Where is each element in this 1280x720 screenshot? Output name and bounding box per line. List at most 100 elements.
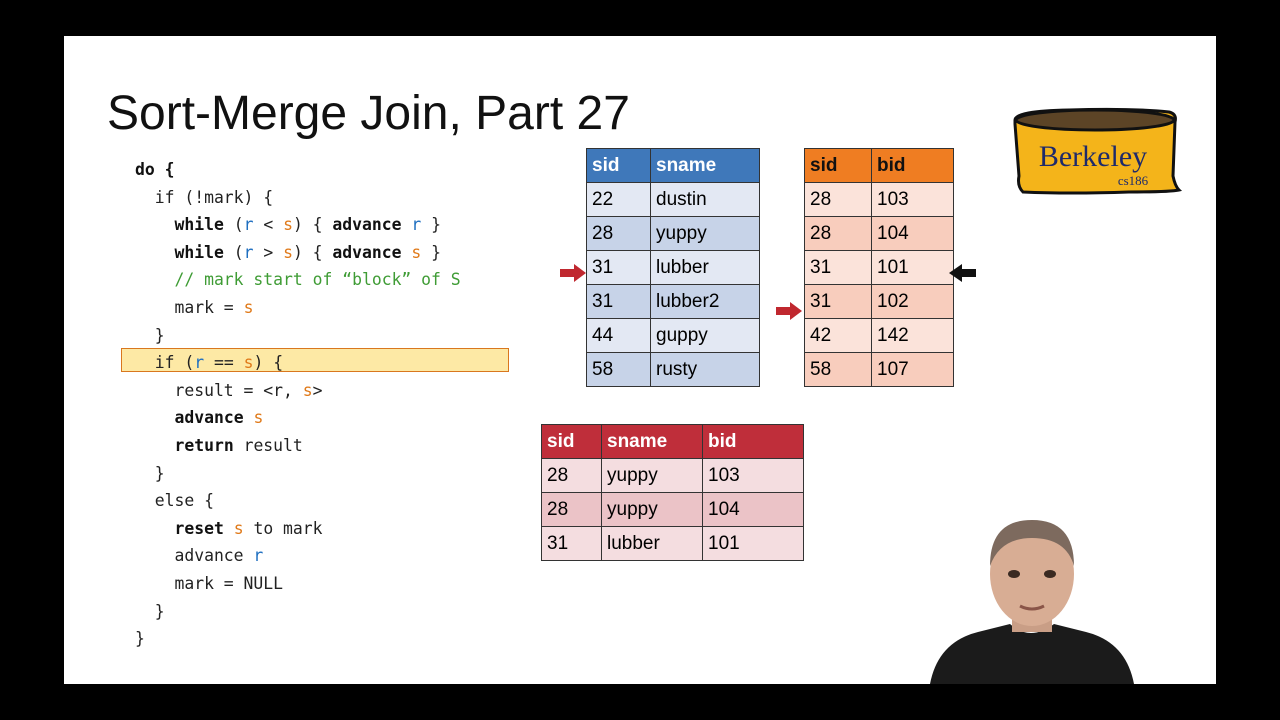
code-token: ) { (292, 215, 333, 235)
code-token: , (283, 380, 303, 400)
code-line: while (r < s) { advance r } (135, 211, 461, 239)
table-cell: 28 (586, 216, 651, 251)
table-cell: 102 (871, 284, 954, 319)
table-cell: 28 (804, 182, 872, 217)
table-cell: 44 (586, 318, 651, 353)
code-token (224, 519, 234, 538)
code-token: else { (135, 491, 214, 511)
table-cell: 107 (871, 352, 954, 387)
table-cell: guppy (650, 318, 760, 353)
column-header: sname (601, 424, 703, 459)
code-token: return (174, 435, 234, 455)
code-line: } (135, 460, 461, 488)
table-header-row: sid sname (586, 148, 760, 183)
column-header: sid (586, 148, 651, 183)
code-line: } (135, 322, 461, 350)
code-token (135, 243, 174, 262)
code-token: advance (332, 242, 402, 262)
code-token: s (411, 242, 422, 262)
code-token: r (273, 380, 284, 400)
code-token: advance (174, 408, 244, 428)
code-token: } (421, 242, 441, 262)
column-header: sid (541, 424, 602, 459)
table-cell: yuppy (601, 458, 703, 493)
code-token: s (253, 408, 264, 428)
code-token (402, 215, 412, 234)
column-header: sid (804, 148, 872, 183)
code-line: advance r (135, 542, 461, 570)
table-cell: 31 (541, 526, 602, 561)
code-token (244, 408, 254, 427)
slide-title: Sort-Merge Join, Part 27 (107, 87, 630, 140)
code-token: reset (174, 518, 224, 538)
s-pointer-arrow-icon (776, 302, 802, 320)
code-token (135, 215, 174, 234)
code-token (135, 519, 174, 538)
code-token: > (253, 242, 284, 262)
code-token: s (243, 353, 254, 373)
code-token: advance (332, 215, 402, 235)
code-line: return result (135, 432, 461, 460)
table-cell: 142 (871, 318, 954, 353)
code-token: result (233, 435, 303, 455)
table-cell: 28 (541, 458, 602, 493)
code-token: s (283, 215, 293, 235)
code-token (135, 408, 174, 427)
table-cell: 101 (702, 526, 804, 561)
code-line: mark = s (135, 294, 461, 322)
table-cell: rusty (650, 352, 760, 387)
code-token: > (312, 380, 323, 400)
code-line: while (r > s) { advance s } (135, 239, 461, 267)
column-header: bid (702, 424, 804, 459)
code-token: to mark (243, 518, 323, 538)
code-line: } (135, 625, 461, 653)
code-line: do { (135, 156, 461, 184)
code-token: } (421, 215, 441, 235)
column-header: sname (650, 148, 760, 183)
code-token: s (233, 518, 244, 538)
code-token (135, 436, 174, 455)
code-token: r (243, 242, 254, 262)
code-token: } (135, 463, 165, 483)
code-token: do { (135, 160, 175, 179)
table-header-row: sid bid (804, 148, 954, 183)
table-cell: 103 (702, 458, 804, 493)
code-token: } (135, 601, 165, 621)
table-cell: 31 (804, 250, 872, 285)
presenter-video (930, 520, 1134, 684)
code-token: ( (223, 242, 244, 262)
code-token: advance (135, 546, 254, 566)
code-line: } (135, 598, 461, 626)
table-cell: 58 (804, 352, 872, 387)
code-token: s (302, 380, 313, 400)
code-token: s (283, 242, 293, 262)
code-token: } (135, 629, 145, 649)
r-pointer-arrow-icon (560, 264, 586, 282)
code-line: if (r == s) { (135, 349, 461, 377)
logo-text: Berkeley (1039, 140, 1147, 173)
code-token: } (135, 325, 165, 345)
code-token: if ( (135, 353, 195, 373)
code-token: mark = (135, 297, 244, 317)
code-block: do { if (!mark) { while (r < s) { advanc… (135, 156, 461, 653)
code-token: result = < (135, 380, 274, 400)
column-header: bid (871, 148, 954, 183)
table-header-row: sid sname bid (541, 424, 804, 459)
table-cell: 101 (871, 250, 954, 285)
code-token: while (174, 242, 224, 262)
table-cell: 31 (586, 284, 651, 319)
code-line: advance s (135, 404, 461, 432)
table-cell: 58 (586, 352, 651, 387)
